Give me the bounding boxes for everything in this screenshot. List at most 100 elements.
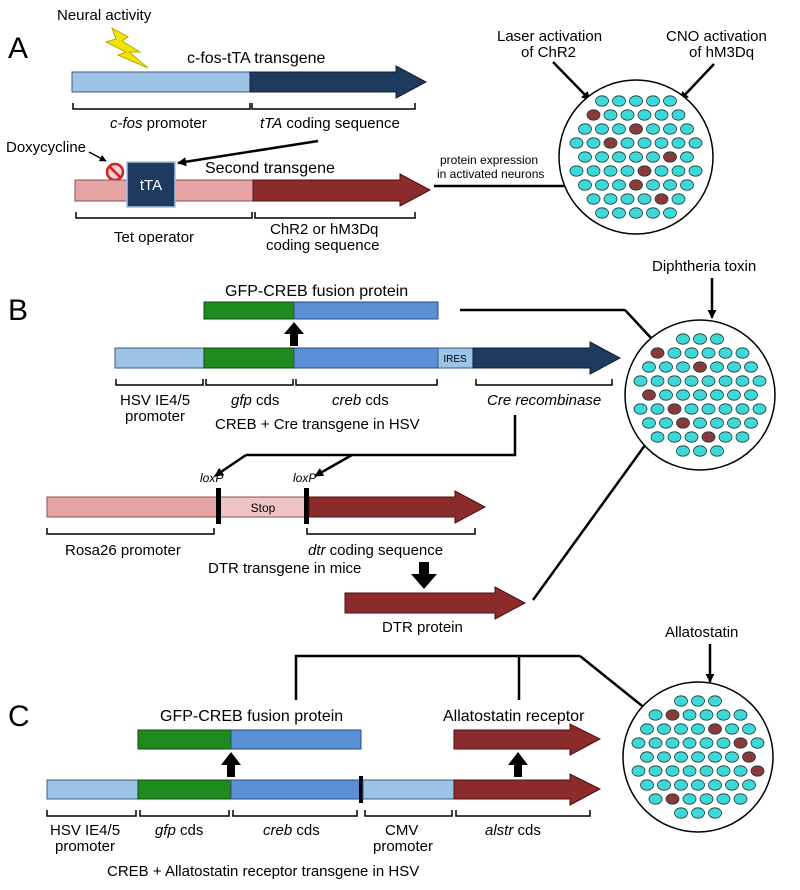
neuron <box>667 347 682 359</box>
transgene1-title: c-fos-tTA transgene <box>187 50 326 67</box>
neuron <box>710 389 724 401</box>
neuron <box>603 109 618 121</box>
neuron <box>648 793 663 805</box>
neuron <box>676 389 690 401</box>
activated-neuron <box>733 737 748 749</box>
neuron <box>674 751 688 763</box>
neuron <box>699 709 714 721</box>
panel-c-connector <box>294 654 580 700</box>
panel-b-label: B <box>8 294 28 327</box>
neuron <box>708 779 722 791</box>
neuron <box>691 723 705 735</box>
neuron <box>595 179 609 191</box>
neuron <box>676 361 690 373</box>
neuron <box>744 417 758 429</box>
neuron <box>612 95 626 107</box>
activated-neuron <box>642 389 656 401</box>
neuron <box>586 193 601 205</box>
neuron <box>691 807 705 819</box>
neuron <box>663 207 677 219</box>
tta-box-label: tTA <box>140 177 162 194</box>
gfp-protein-block-c <box>137 729 232 750</box>
tta-coding-label: tTA coding sequence <box>260 115 400 132</box>
laser-arrow <box>552 61 591 101</box>
neuron <box>620 193 635 205</box>
diphtheria-toxin-label: Diphtheria toxin <box>652 258 756 275</box>
neuron <box>727 417 741 429</box>
transgene-b-brackets <box>115 379 613 386</box>
neuron <box>701 347 716 359</box>
neuron <box>744 361 758 373</box>
neuron <box>708 807 722 819</box>
tta-product-arrow <box>177 139 319 167</box>
neuron <box>682 709 697 721</box>
dtr-transgene-brackets <box>46 528 476 535</box>
neuron <box>684 347 699 359</box>
neuron <box>699 737 714 749</box>
gfp-protein-block-b <box>203 301 295 320</box>
neuron <box>640 751 654 763</box>
neuron <box>642 417 656 429</box>
neuron <box>708 751 722 763</box>
loxp1-site <box>216 488 221 524</box>
neuron <box>648 737 663 749</box>
transgene2-brackets <box>75 212 416 219</box>
neuron <box>595 95 609 107</box>
transgene-b-caption: CREB + Cre transgene in HSV <box>215 416 420 433</box>
neuron <box>733 709 748 721</box>
neuron <box>710 333 724 345</box>
creb-cds-block-c <box>230 779 362 800</box>
neuron <box>674 807 688 819</box>
neuron <box>663 95 677 107</box>
cfos-promoter-block <box>71 71 251 93</box>
neuron <box>701 375 716 387</box>
neuron <box>744 389 758 401</box>
neuron <box>629 95 643 107</box>
neuron <box>727 361 741 373</box>
panel-c-label: C <box>8 700 30 733</box>
neuron <box>586 165 601 177</box>
neuron <box>642 361 656 373</box>
neuron <box>612 179 626 191</box>
neuron <box>682 737 697 749</box>
activated-neuron <box>603 137 618 149</box>
neuron <box>603 193 618 205</box>
neuron <box>735 431 750 443</box>
neuron <box>659 389 673 401</box>
neuron <box>676 333 690 345</box>
transgene1-brackets <box>72 103 416 110</box>
hsv-promoter-b-line2: promoter <box>125 408 185 425</box>
neuron <box>665 765 680 777</box>
creb-cds-b-label: creb cds <box>332 392 389 409</box>
activated-neuron <box>665 793 680 805</box>
neuron <box>629 151 643 163</box>
no-entry-icon <box>105 162 125 182</box>
neuron <box>578 123 592 135</box>
neuron <box>646 151 660 163</box>
neuron <box>716 709 731 721</box>
neuron <box>718 403 733 415</box>
dtr-coding-label: dtr coding sequence <box>308 542 443 559</box>
neuron <box>680 123 694 135</box>
activated-neuron <box>650 347 665 359</box>
neuron <box>631 765 646 777</box>
neuron <box>654 165 669 177</box>
neuron <box>648 765 663 777</box>
activated-neuron <box>654 193 669 205</box>
cfos-promoter-label: c-fos promoter <box>110 115 207 132</box>
neuron-population-c <box>622 681 774 833</box>
neuron <box>612 123 626 135</box>
laser-label-line2: of ChR2 <box>521 44 576 61</box>
neuron <box>674 723 688 735</box>
neuron <box>569 137 584 149</box>
neuron <box>633 375 648 387</box>
neuron <box>716 793 731 805</box>
tet-operator-label: Tet operator <box>114 229 194 246</box>
activated-neuron <box>750 765 765 777</box>
activated-neuron <box>667 403 682 415</box>
activated-neuron <box>663 151 677 163</box>
panel-a-label: A <box>8 32 28 65</box>
gfp-cds-c-label: gfp cds <box>155 822 203 839</box>
neuron <box>633 403 648 415</box>
neuron <box>688 165 703 177</box>
